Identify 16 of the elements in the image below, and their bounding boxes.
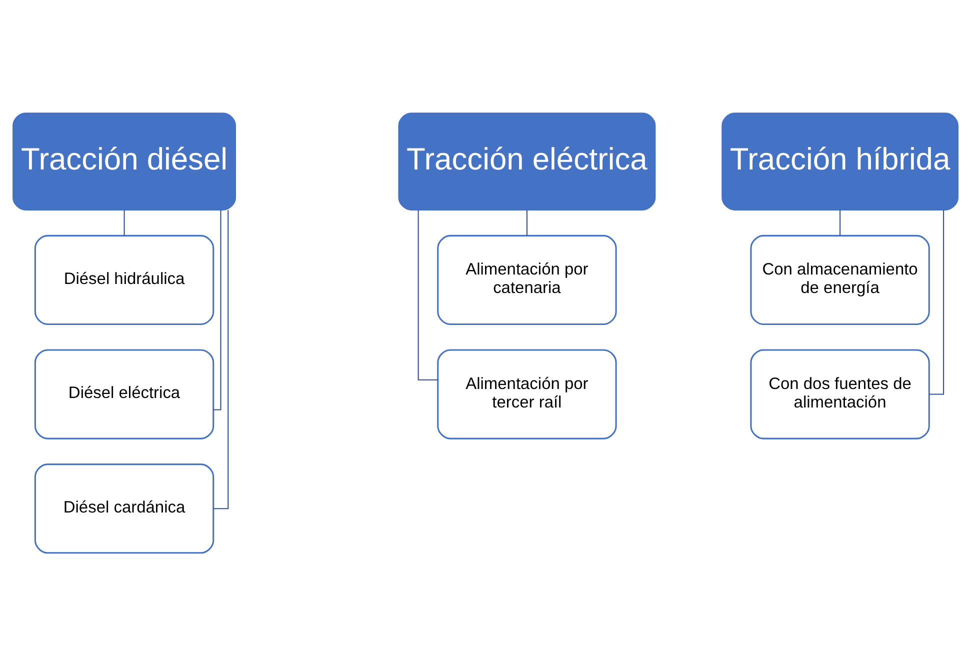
node-box: Tracción híbrida <box>722 112 958 210</box>
node-box: Tracción diésel <box>12 112 236 210</box>
node-box: Alimentación por tercer raíl <box>437 349 617 440</box>
connector <box>526 210 528 236</box>
connector <box>840 210 841 236</box>
connector <box>418 210 438 380</box>
node-box: Alimentación por catenaria <box>437 234 617 326</box>
node-box: Con dos fuentes de alimentación <box>750 349 930 440</box>
connector <box>213 210 222 410</box>
node-box: Diésel cardánica <box>34 464 214 554</box>
node-box: Tracción eléctrica <box>398 112 656 210</box>
node-box: Con almacenamiento de energía <box>750 234 930 326</box>
connector <box>124 210 125 236</box>
node-box: Diésel hidráulica <box>34 234 214 326</box>
node-box: Diésel eléctrica <box>34 349 214 440</box>
connector <box>929 210 944 395</box>
